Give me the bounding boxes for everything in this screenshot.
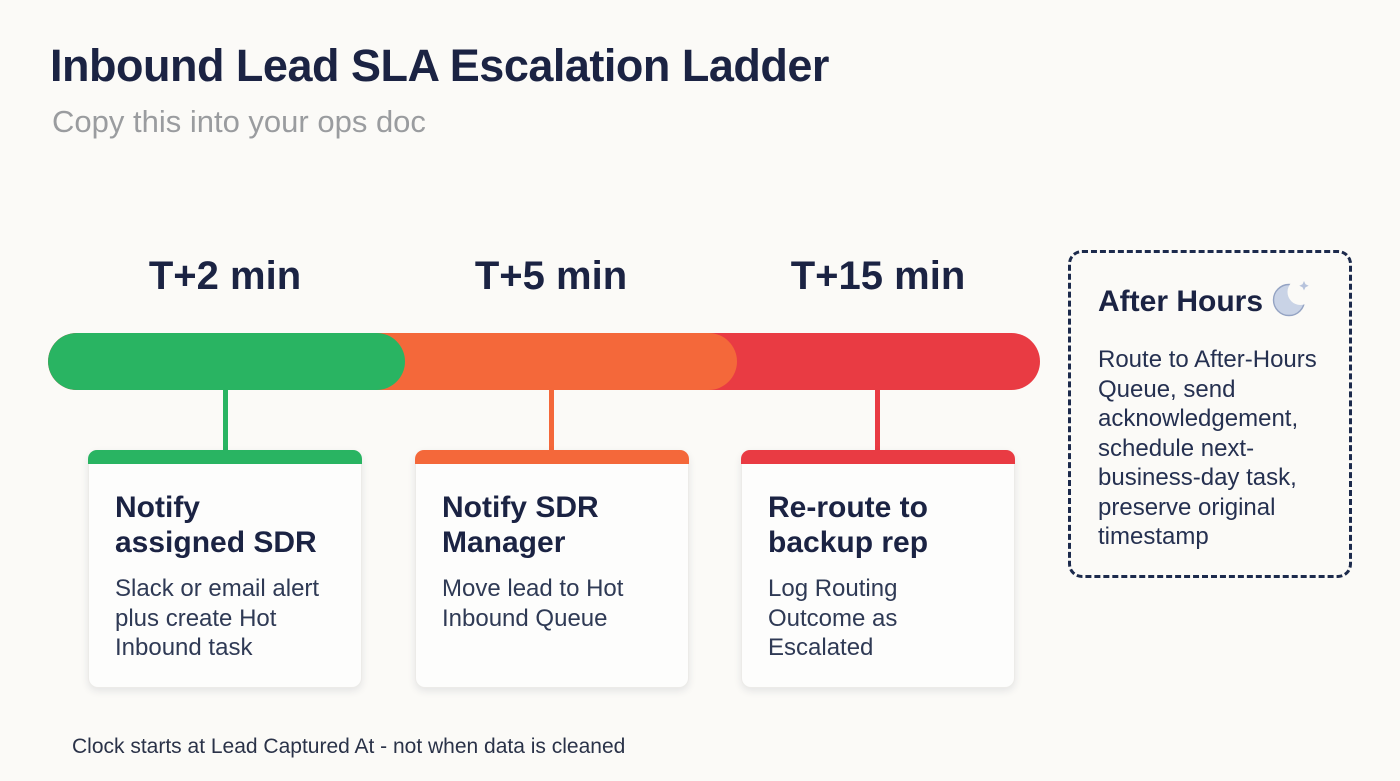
card-body: Log Routing Outcome as Escalated — [768, 575, 898, 662]
card-accent-bar — [741, 450, 1015, 464]
footer-note: Clock starts at Lead Captured At - not w… — [72, 735, 626, 758]
stage-time-label-t5: T+5 min — [474, 254, 628, 298]
timeline-segment-green — [48, 333, 405, 390]
after-hours-title: After Hours — [1098, 279, 1325, 325]
stage-card-notify-sdr: Notify assigned SDR Slack or email alert… — [88, 450, 362, 688]
stage-time-label-t2: T+2 min — [148, 254, 302, 298]
card-title: Re-route to backup rep — [768, 491, 929, 559]
card-accent-bar — [88, 450, 362, 464]
page-subtitle: Copy this into your ops doc — [52, 104, 426, 139]
crescent-moon-icon — [1272, 279, 1314, 325]
page-title: Inbound Lead SLA Escalation Ladder — [50, 40, 829, 91]
after-hours-title-text: After Hours — [1098, 285, 1264, 318]
card-body: Move lead to Hot Inbound Queue — [442, 575, 624, 632]
card-accent-bar — [415, 450, 689, 464]
stage-time-label-t15: T+15 min — [790, 254, 966, 298]
card-title: Notify SDR Manager — [442, 491, 599, 559]
card-title: Notify assigned SDR — [115, 491, 317, 559]
card-body: Slack or email alert plus create Hot Inb… — [115, 575, 320, 662]
connector-line-green — [223, 390, 228, 451]
connector-line-red — [875, 390, 880, 451]
after-hours-box: After Hours Route to After-Hours Queue, … — [1068, 250, 1352, 578]
timeline-bar — [48, 333, 1040, 390]
stage-card-notify-manager: Notify SDR Manager Move lead to Hot Inbo… — [415, 450, 689, 688]
connector-line-orange — [549, 390, 554, 451]
stage-card-reroute: Re-route to backup rep Log Routing Outco… — [741, 450, 1015, 688]
after-hours-body: Route to After-Hours Queue, send acknowl… — [1098, 346, 1317, 551]
